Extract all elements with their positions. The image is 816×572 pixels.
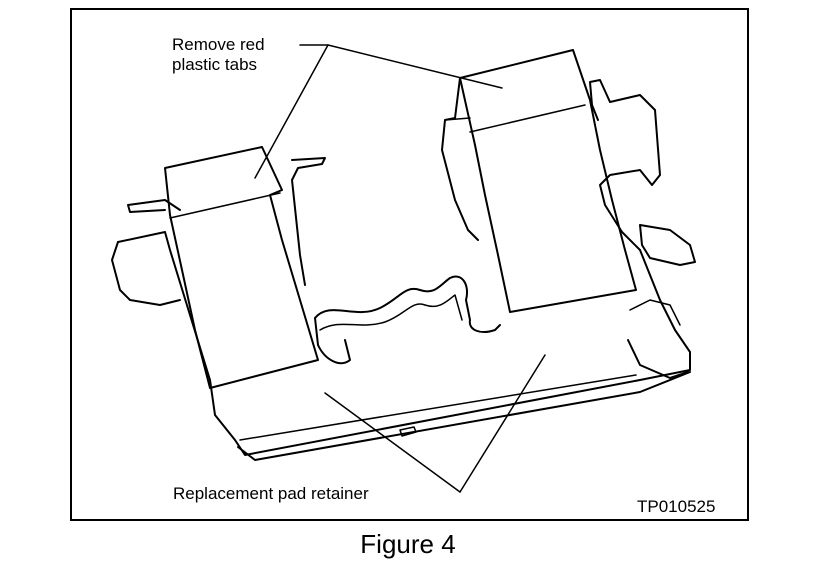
leader-line-tabs-right: [327, 44, 503, 89]
retainer-bottom-edge: [237, 371, 691, 461]
pad-abutment-lip: [314, 317, 351, 365]
retainer-left-ear: [111, 241, 181, 306]
retainer-slot: [399, 426, 417, 437]
figure-frame: [70, 8, 749, 521]
callout-remove-tabs-line1: Remove red: [172, 35, 265, 54]
leader-line-retainer-left: [324, 392, 461, 493]
right-clip-tab: [459, 49, 637, 313]
figure-code: TP010525: [637, 497, 716, 516]
callout-replacement-retainer: Replacement pad retainer: [173, 484, 369, 503]
figure-caption: Figure 4: [360, 529, 456, 559]
retainer-base-plate: [117, 79, 691, 456]
right-bracket-inner: [629, 299, 681, 326]
callout-remove-tabs: Remove red plastic tabs: [172, 35, 265, 75]
left-clip-hook: [291, 157, 326, 286]
left-clip-tab-crease: [169, 192, 281, 219]
right-clip-tab-crease: [469, 104, 586, 133]
pad-abutment-inner: [319, 294, 463, 331]
right-bracket-edge: [627, 339, 689, 379]
right-clip-side: [441, 77, 479, 241]
retainer-fold-line: [239, 374, 637, 441]
leader-line-retainer-right: [459, 354, 546, 493]
left-clip-tab: [164, 146, 319, 389]
callout-remove-tabs-line2: plastic tabs: [172, 55, 258, 74]
left-clip-spring: [127, 199, 181, 213]
pad-abutment-curve: [314, 275, 501, 333]
right-clip-side-edge: [444, 117, 471, 121]
right-bracket: [639, 224, 696, 266]
